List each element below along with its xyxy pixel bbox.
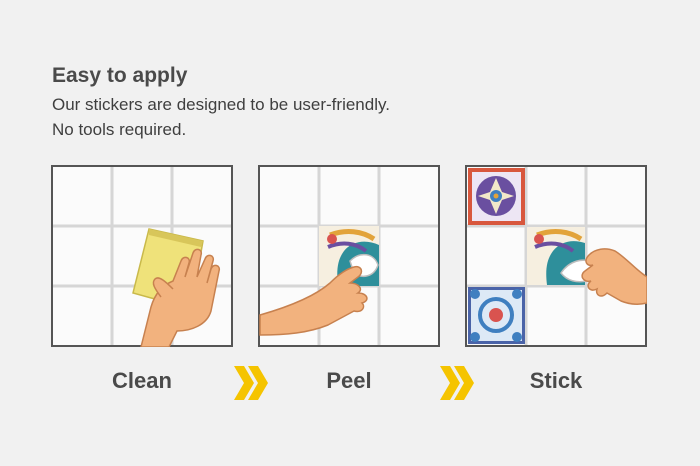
section-heading: Easy to apply — [52, 64, 188, 87]
peel-step-illustration — [258, 165, 440, 347]
hand-icon — [259, 265, 368, 336]
hand-icon — [560, 248, 647, 306]
description-line-2: No tools required. — [52, 120, 187, 139]
stick-step-illustration — [465, 165, 647, 347]
chevron-right-double-icon — [440, 366, 476, 405]
sticker-tile-icon — [468, 287, 525, 344]
step-label-peel: Peel — [326, 368, 372, 393]
sticker-tile-icon — [468, 168, 525, 225]
description-line-1: Our stickers are designed to be user-fri… — [52, 95, 390, 114]
step-label-stick: Stick — [529, 368, 583, 393]
chevron-right-double-icon — [234, 366, 270, 405]
step-label-clean: Clean — [112, 368, 172, 393]
clean-step-illustration — [51, 165, 233, 347]
hand-icon — [140, 248, 221, 347]
